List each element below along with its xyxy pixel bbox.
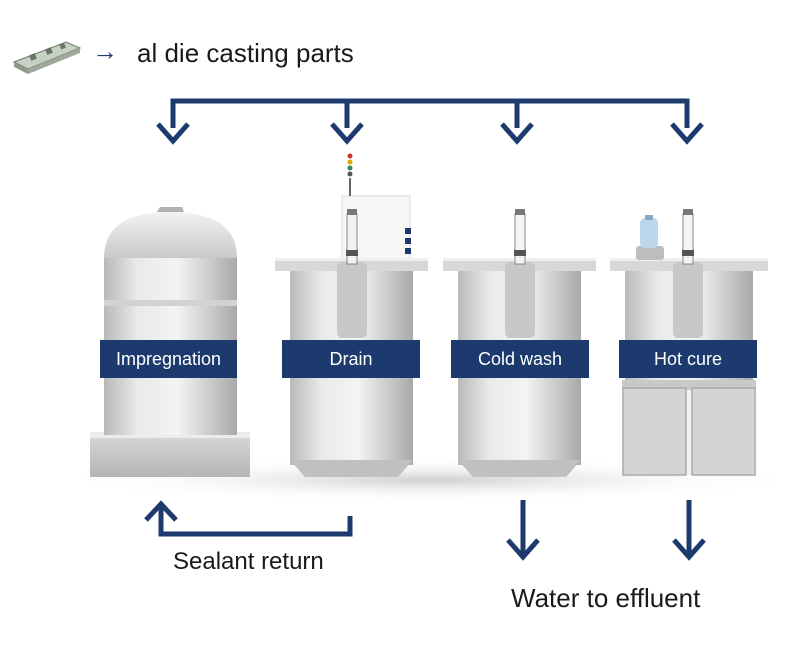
header-label: al die casting parts — [137, 38, 354, 68]
sealant-return-arrow — [144, 500, 353, 537]
stage-label-hot-cure: Hot cure — [619, 340, 757, 378]
feed-arrow-heads — [156, 122, 704, 145]
sealant-bottle-icon — [636, 215, 664, 260]
sealant-return-label: Sealant return — [173, 548, 324, 575]
effluent-arrows — [506, 500, 706, 561]
feed-manifold — [170, 98, 690, 128]
water-to-effluent-label: Water to effluent — [511, 583, 701, 613]
stage-label-drain: Drain — [282, 340, 420, 378]
signal-light-icon — [347, 153, 353, 196]
arrow-right-icon: → — [92, 36, 118, 66]
stage-label-cold-wash: Cold wash — [451, 340, 589, 378]
casting-part-icon — [12, 41, 82, 74]
drain-tank — [275, 153, 428, 477]
stage-label-impregnation: Impregnation — [100, 340, 237, 378]
